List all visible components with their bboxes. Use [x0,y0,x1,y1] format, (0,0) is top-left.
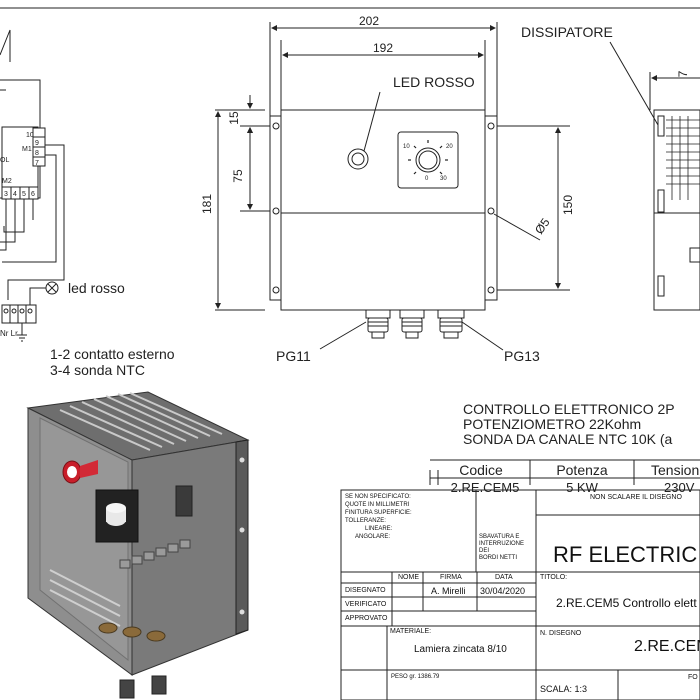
relay-num-10: 10 [26,132,34,139]
front-view [215,22,570,351]
unspecified-note: SE NON SPECIFICATO: QUOTE IN MILLIMETRI … [345,493,473,541]
note-line: FINITURA SUPERFICIE: [345,510,412,516]
pot-scale-20: 20 [446,144,453,150]
spec-value-tensione: 230V [664,480,695,495]
company-name: RF ELECTRIC S [553,542,700,567]
pot-scale-30: 30 [440,176,447,182]
spec-header-potenza: Potenza [556,462,608,478]
note-line: QUOTE IN MILLIMETRI [345,502,410,508]
spec-value-potenza: 5 KW [566,480,599,495]
wiring-schematic [0,29,65,342]
bottom-terminal-labels: Nr Lr [0,329,18,338]
col-nome: NOME [398,574,419,581]
note-ntc-probe: 3-4 sonda NTC [50,362,145,378]
led-rosso-schematic-label: led rosso [68,280,125,296]
dim-total-height: 181 [200,194,214,214]
dim-upper-height: 75 [231,169,245,183]
isometric-render [26,391,250,699]
description-line-3: SONDA DA CANALE NTC 10K (a [463,431,673,447]
gland-pg11-label: PG11 [276,348,311,364]
note-line: ANGOLARE: [355,534,391,540]
dissipatore-label: DISSIPATORE [521,24,613,40]
relay-num-7: 7 [35,160,39,167]
terminal-num-6: 6 [31,191,35,198]
side-view [609,41,700,311]
note-line: SBAVATURA E [479,534,520,540]
materiale-label: MATERIALE: [390,628,432,635]
terminal-num-4: 4 [13,191,17,198]
no-scale-note: NON SCALARE IL DISEGNO [590,494,682,501]
row-verificato: VERIFICATO [345,601,387,608]
note-line: LINEARE: [365,526,393,532]
relay-num-8: 8 [35,150,39,157]
materiale-value: Lamiera zincata 8/10 [414,644,507,655]
col-firma: FIRMA [440,574,462,581]
spec-header-tensione: Tension [651,462,699,478]
terminal-label-ol: OL [0,157,9,164]
terminal-label-m1: M1 [22,146,32,153]
n-disegno-value: 2.RE.CEM [634,638,700,655]
terminal-num-3: 3 [4,191,8,198]
note-line: SE NON SPECIFICATO: [345,494,411,500]
row-disegnato: DISEGNATO [345,587,386,594]
note-line: BORDI NETTI [479,555,518,561]
note-external-contact: 1-2 contatto esterno [50,346,175,362]
col-data: DATA [495,574,513,581]
deburr-note: SBAVATURA E INTERRUZIONE DEI BORDI NETTI [479,534,535,562]
dim-inner-width: 192 [373,41,393,55]
title-block [340,489,700,700]
description-line-1: CONTROLLO ELETTRONICO 2P [463,401,675,417]
author-name: A. Mirelli [431,586,466,596]
n-disegno-label: N. DISEGNO [540,630,582,637]
spec-table [429,459,700,485]
note-line: INTERRUZIONE DEI [479,541,524,554]
dim-overall-width: 202 [359,14,379,28]
note-line: TOLLERANZE: [345,518,386,524]
terminal-num-5: 5 [22,191,26,198]
foglio-label: FO [688,674,698,681]
side-dim-partial: 7 [676,70,690,77]
dim-top-offset: 15 [227,111,241,125]
pot-scale-10: 10 [403,144,410,150]
spec-header-codice: Codice [459,462,503,478]
terminal-label-m2: M2 [2,178,12,185]
titolo-value: 2.RE.CEM5 Controllo elett [556,596,697,610]
gland-pg13-label: PG13 [504,348,540,364]
drawing-date: 30/04/2020 [480,586,526,596]
pot-scale-0: 0 [425,176,429,182]
row-approvato: APPROVATO [345,615,388,622]
description-line-2: POTENZIOMETRO 22Kohm [463,416,641,432]
relay-num-9: 9 [35,140,39,147]
titolo-label: TITOLO: [540,574,568,581]
dim-hole-diameter: Ø5 [532,215,553,236]
scala-value: SCALA: 1:3 [540,684,588,694]
spec-value-codice: 2.RE.CEM5 [451,480,520,495]
peso-value: PESO gr. 1386.79 [391,674,440,680]
dim-hole-spacing: 150 [561,195,575,215]
led-rosso-label: LED ROSSO [393,74,475,90]
